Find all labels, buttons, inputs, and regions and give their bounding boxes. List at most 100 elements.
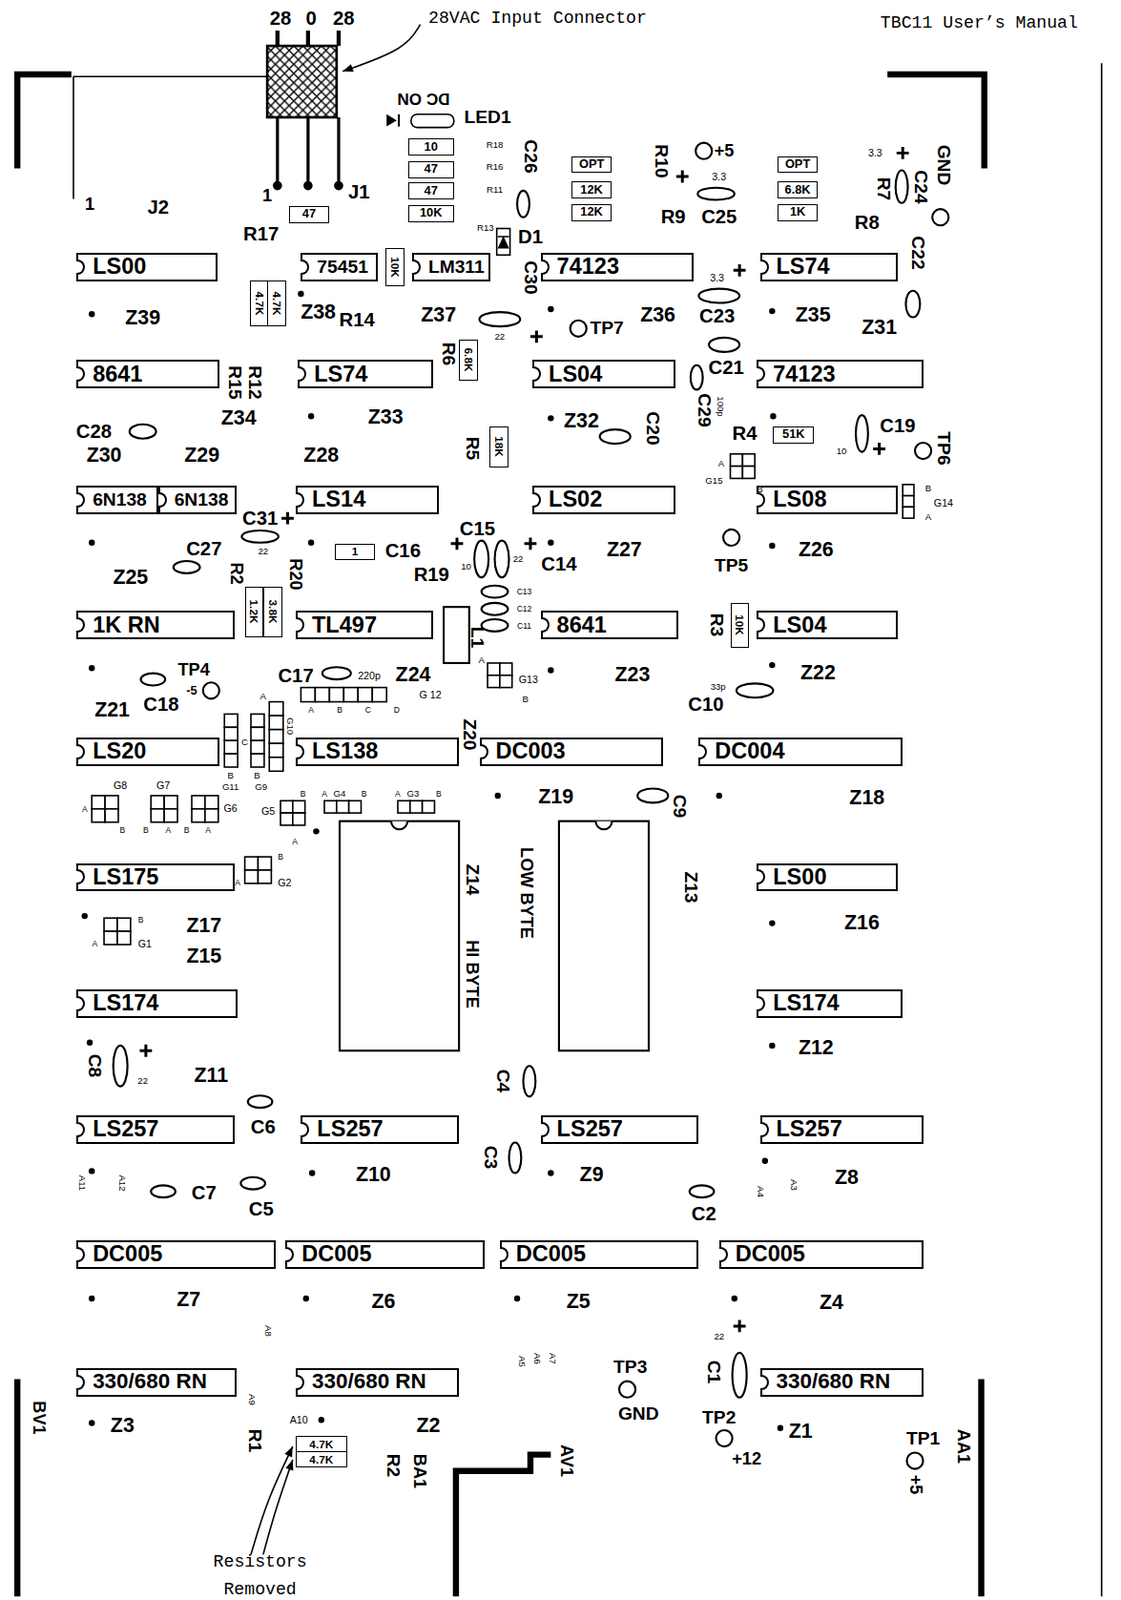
part-value: 10: [424, 141, 438, 154]
jumper-pad: [104, 809, 119, 823]
pin1-dot: [88, 311, 95, 317]
ic-package: LS00: [756, 863, 898, 893]
part-label: 0: [305, 8, 316, 28]
part-label: C19: [879, 415, 915, 436]
part-value: LM311: [428, 257, 485, 276]
part-label: C3: [481, 1145, 500, 1170]
part-label: J2: [146, 197, 169, 217]
pin1-dot: [312, 828, 319, 834]
capacitor-outline: [600, 429, 631, 444]
part-value: 12K: [580, 184, 603, 197]
part-label: B: [138, 915, 145, 925]
capacitor-outline: [637, 788, 668, 803]
jumper-pad: [487, 675, 500, 688]
part-label: C27: [186, 539, 222, 559]
part-label: 1: [84, 195, 95, 213]
pin1-dot: [768, 542, 775, 549]
part-value: LS74: [313, 363, 368, 387]
ic-package: LS74: [760, 252, 898, 282]
part-label: B: [435, 789, 442, 799]
pin1-dot: [318, 1416, 325, 1423]
pin-dot: [272, 181, 283, 191]
part-label: J1: [348, 182, 371, 202]
part-label: R1: [246, 1428, 265, 1453]
part-label: B: [277, 852, 284, 862]
board-edge: [977, 1378, 984, 1597]
capacitor-outline: [481, 602, 509, 616]
jumper-pad: [164, 795, 178, 810]
part-label: Z12: [798, 1037, 834, 1059]
part-value: DC005: [301, 1243, 372, 1267]
part-value: 330/680 RN: [92, 1370, 208, 1392]
pin1-notch: [76, 1246, 85, 1263]
ic-package: LS138: [295, 737, 459, 767]
polarity-mark: [676, 170, 689, 184]
pin1-notch: [297, 366, 307, 382]
pin1-notch: [760, 1121, 769, 1138]
part-label: A3: [788, 1179, 799, 1191]
part-label: R17: [243, 224, 279, 244]
part-label: C22: [909, 235, 928, 270]
part-label: Z17: [186, 915, 222, 936]
ic-package: LS257: [760, 1115, 924, 1144]
capacitor-outline: [173, 560, 201, 574]
ic-package: LS257: [76, 1115, 235, 1144]
jumper-pad: [300, 687, 315, 703]
resistor-value-box: OPT: [571, 156, 613, 174]
jumper-pad: [292, 812, 306, 826]
part-label: B: [119, 826, 125, 835]
part-label: Z16: [844, 913, 880, 934]
part-label: Z23: [614, 664, 650, 686]
part-value: TL497: [311, 614, 377, 638]
part-label: R19: [414, 564, 450, 584]
part-label: D: [394, 705, 400, 715]
part-label: C31: [242, 508, 278, 528]
part-label: C10: [687, 694, 724, 714]
polarity-mark: [451, 537, 464, 550]
pin1-notch: [295, 617, 305, 633]
test-point: [570, 320, 587, 337]
board-edge: [72, 76, 75, 199]
pin1-notch: [760, 1374, 769, 1391]
ic-package: LS257: [300, 1115, 459, 1144]
part-label: A5: [518, 1355, 528, 1368]
ic-package: 330/680 RN: [760, 1368, 924, 1397]
pin1-dot: [769, 413, 776, 419]
part-label: R9: [661, 207, 686, 227]
part-label: Z13: [681, 871, 700, 904]
jumper-pad: [257, 856, 271, 871]
part-label: C23: [699, 306, 735, 326]
part-label: B: [253, 770, 260, 781]
ic-package: 74123: [756, 359, 923, 389]
capacitor-outline: [481, 585, 509, 599]
part-label: BV1: [30, 1400, 48, 1434]
capacitor-outline: [697, 187, 734, 201]
polarity-mark: [733, 264, 747, 277]
part-label: Z33: [368, 408, 404, 429]
polarity-mark: [281, 512, 294, 525]
pin1-notch: [412, 259, 421, 275]
jumper-pad: [205, 809, 219, 823]
jumper-pad: [245, 870, 259, 884]
capacitor-outline: [509, 1141, 522, 1173]
part-label: R2: [383, 1453, 402, 1478]
part-value: 6.8K: [785, 184, 811, 197]
ic-package: LS00: [76, 252, 218, 282]
resistor-value-box: 6.8K: [458, 339, 478, 381]
part-value: LS257: [557, 1118, 623, 1142]
pin1-notch: [756, 617, 766, 633]
pin1-dot: [768, 662, 775, 668]
part-label: TP4: [177, 661, 209, 679]
part-label: G14: [934, 498, 954, 509]
part-label: LOW BYTE: [518, 847, 536, 939]
board-art: [17, 24, 1102, 1598]
part-label: 10: [460, 562, 472, 573]
part-value: 18K: [493, 436, 505, 458]
jumper-pad: [103, 931, 118, 945]
part-label: C5: [249, 1199, 274, 1219]
part-label: Z20: [459, 718, 478, 750]
part-label: Z11: [193, 1065, 229, 1086]
ic-package: 1K RN: [76, 610, 235, 640]
part-label: 220p: [357, 669, 381, 681]
part-label: Z8: [834, 1167, 859, 1188]
